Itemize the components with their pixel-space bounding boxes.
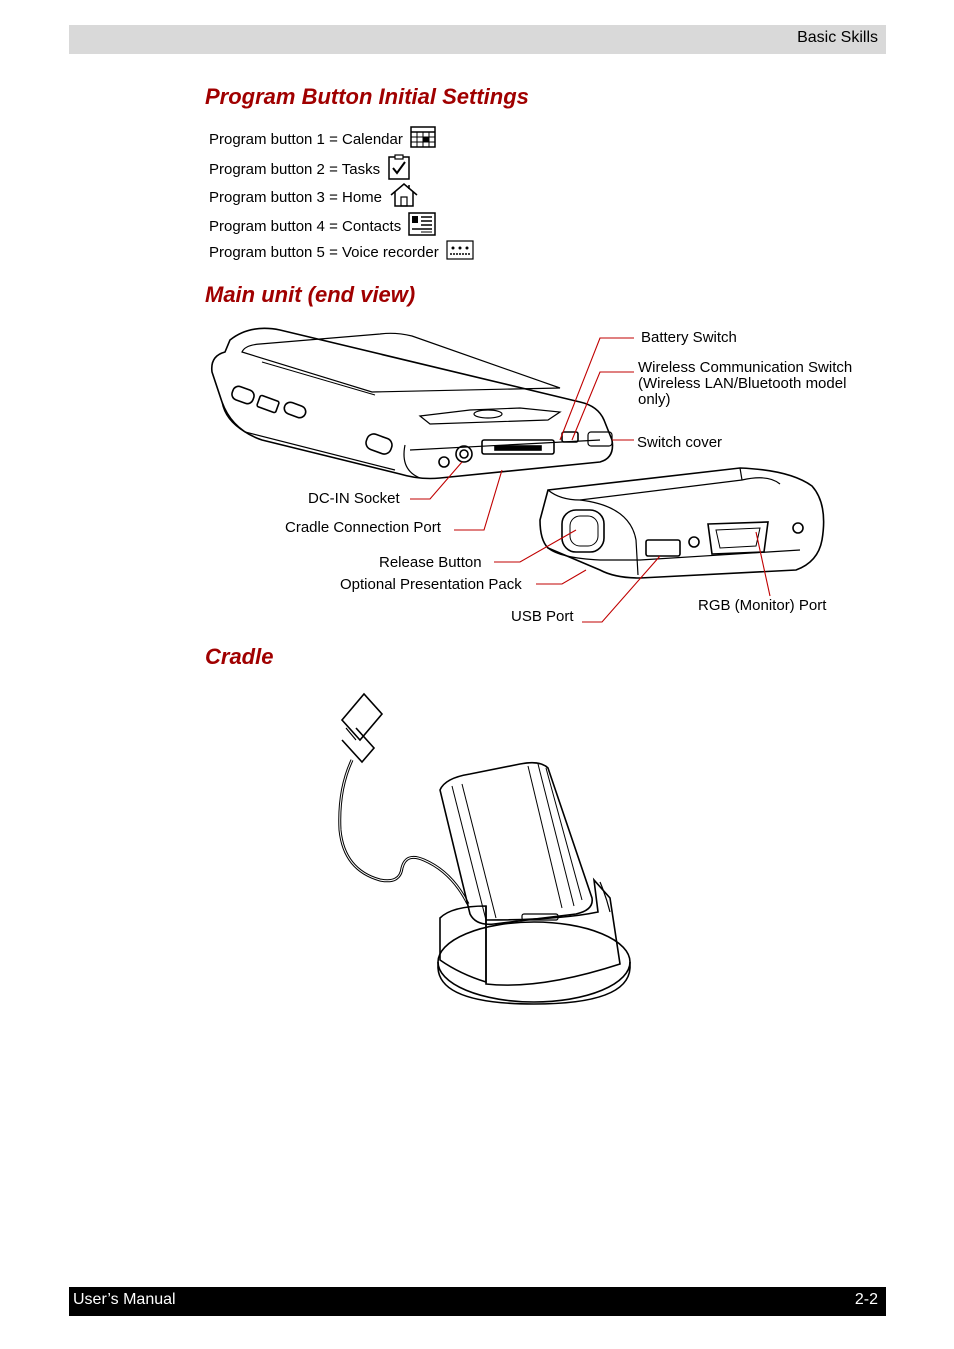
section-title-cradle: Cradle bbox=[205, 644, 274, 669]
program-button-label: Program button 3 = Home bbox=[209, 188, 383, 206]
program-button-label: Program button 4 = Contacts bbox=[209, 217, 402, 235]
program-button-row-5: Program button 5 = Voice recorder bbox=[209, 240, 474, 264]
program-button-row-1: Program button 1 = Calendar bbox=[209, 126, 436, 152]
program-button-row-3: Program button 3 = Home bbox=[209, 182, 419, 212]
calendar-icon bbox=[410, 126, 436, 152]
tasks-icon bbox=[387, 154, 411, 184]
program-button-row-2: Program button 2 = Tasks bbox=[209, 154, 411, 184]
callout-rgb-monitor-port: RGB (Monitor) Port bbox=[698, 597, 827, 614]
main-unit-illustration bbox=[210, 327, 825, 623]
callout-cradle-connection-port: Cradle Connection Port bbox=[285, 519, 441, 536]
program-button-label: Program button 1 = Calendar bbox=[209, 130, 403, 148]
callout-switch-cover: Switch cover bbox=[637, 434, 723, 451]
page-footer: User’s Manual 2-2 bbox=[69, 1287, 886, 1316]
callout-dc-in-socket: DC-IN Socket bbox=[308, 490, 400, 507]
callout-release-button: Release Button bbox=[379, 554, 482, 571]
program-button-label: Program button 2 = Tasks bbox=[209, 160, 381, 178]
section-title-main-unit: Main unit (end view) bbox=[205, 282, 416, 307]
program-button-label: Program button 5 = Voice recorder bbox=[209, 243, 439, 261]
footer-manual-title: User’s Manual bbox=[73, 1291, 176, 1308]
header-title: Basic Skills bbox=[797, 29, 878, 46]
program-button-row-4: Program button 4 = Contacts bbox=[209, 212, 436, 240]
callout-usb-port: USB Port bbox=[511, 608, 574, 625]
callout-optional-presentation-pack: Optional Presentation Pack bbox=[340, 576, 522, 593]
callout-battery-switch: Battery Switch bbox=[641, 329, 737, 346]
callout-wireless-switch-line1: Wireless Communication Switch bbox=[638, 359, 853, 376]
contacts-icon bbox=[408, 212, 436, 240]
callout-wireless-switch-line3: only) bbox=[638, 391, 671, 408]
page-number: 2-2 bbox=[854, 1291, 878, 1308]
page-header: Basic Skills bbox=[69, 25, 886, 54]
callout-wireless-switch-line2: (Wireless LAN/Bluetooth model bbox=[638, 375, 847, 392]
home-icon bbox=[389, 182, 419, 212]
voice-recorder-icon bbox=[446, 240, 474, 264]
section-title-program-buttons: Program Button Initial Settings bbox=[205, 84, 529, 109]
